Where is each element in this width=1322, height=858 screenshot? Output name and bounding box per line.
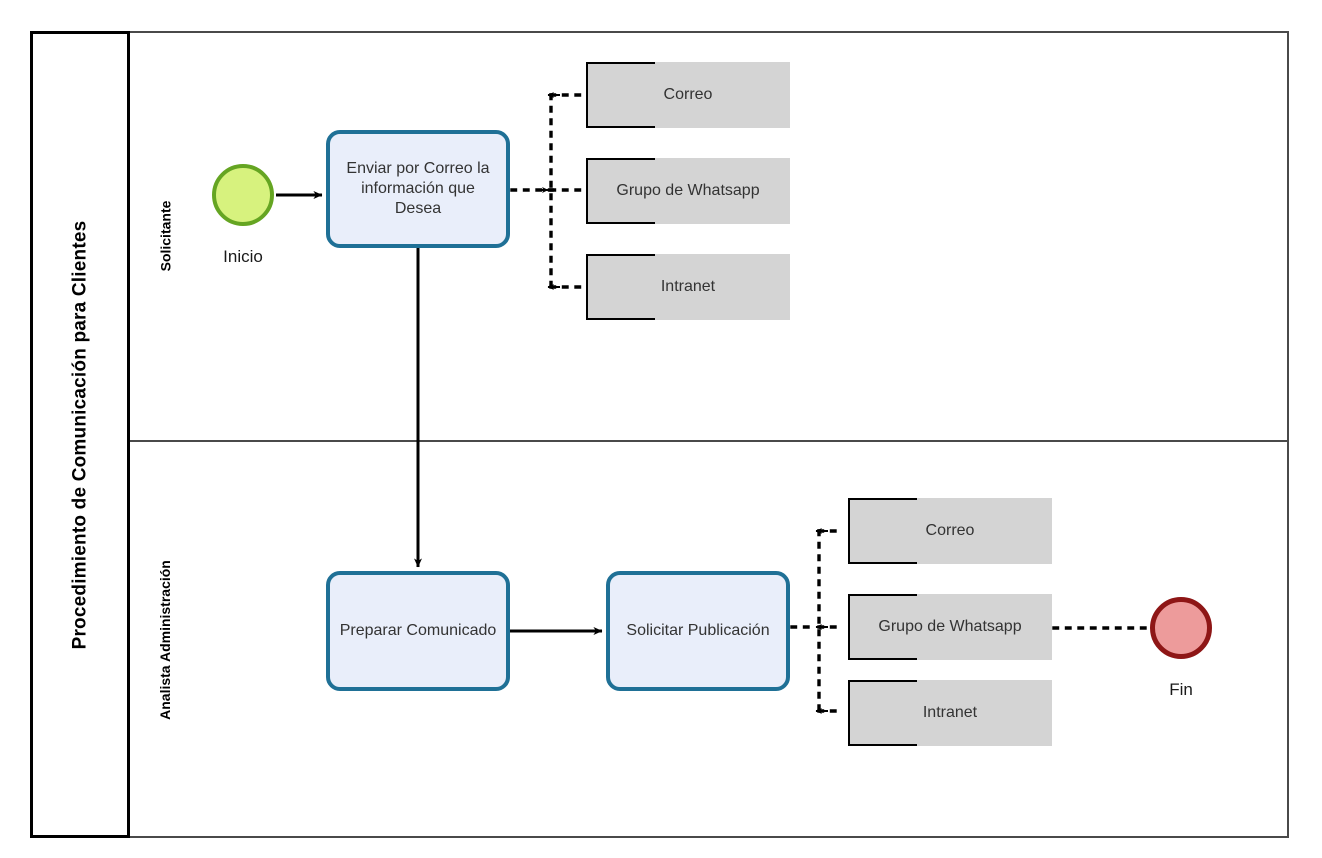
note-intranet-solicitante-label: Intranet [660,277,716,295]
end-event[interactable] [1150,597,1212,659]
note-correo-solicitante-label: Correo [663,85,713,103]
start-event-label: Inicio [223,247,263,266]
pool-frame [30,31,1289,838]
note-intranet-analista[interactable]: Intranet [848,680,1052,746]
task-preparar-comunicado[interactable]: Preparar Comunicado [326,571,510,691]
pool-title-column [30,31,130,838]
note-correo-analista-label: Correo [925,521,975,539]
task-enviar-correo[interactable]: Enviar por Correo la información que Des… [326,130,510,248]
start-event[interactable] [212,164,274,226]
note-bracket-icon [848,498,918,564]
note-bracket-icon [586,62,656,128]
task-enviar-label: Enviar por Correo la información que Des… [346,160,490,217]
note-whatsapp-solicitante-label: Grupo de Whatsapp [616,181,760,199]
note-whatsapp-solicitante[interactable]: Grupo de Whatsapp [586,158,790,224]
end-event-label: Fin [1169,680,1193,699]
note-correo-solicitante[interactable]: Correo [586,62,790,128]
note-correo-analista[interactable]: Correo [848,498,1052,564]
note-whatsapp-analista[interactable]: Grupo de Whatsapp [848,594,1052,660]
note-whatsapp-analista-label: Grupo de Whatsapp [878,617,1022,635]
task-solicitar-label: Solicitar Publicación [626,622,770,639]
task-preparar-label: Preparar Comunicado [339,622,497,639]
note-bracket-icon [586,254,656,320]
note-intranet-analista-label: Intranet [922,703,978,721]
note-bracket-icon [848,680,918,746]
lane-divider [130,440,1289,442]
note-intranet-solicitante[interactable]: Intranet [586,254,790,320]
task-solicitar-publicacion[interactable]: Solicitar Publicación [606,571,790,691]
